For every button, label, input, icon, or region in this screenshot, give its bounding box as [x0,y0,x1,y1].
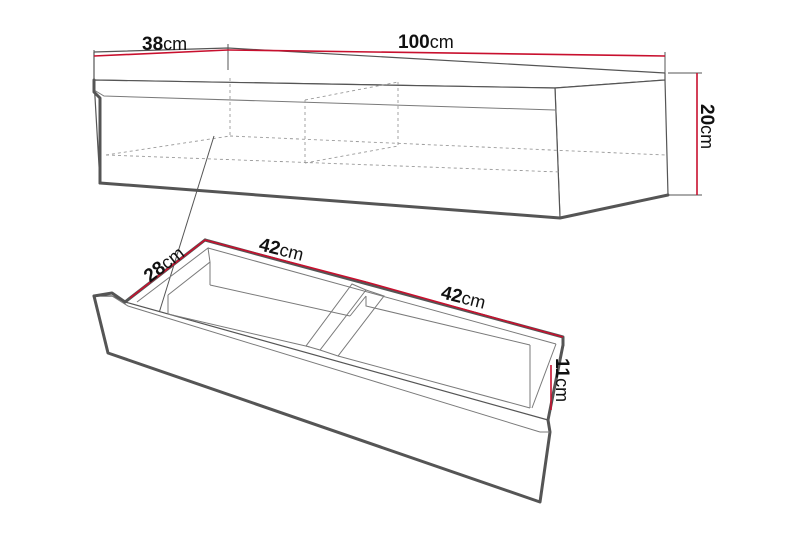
shelf-hidden-shelf-back [229,135,666,156]
label-drawer-compartment-left: 42cm [257,234,306,265]
label-drawer-depth: 28cm [140,243,189,287]
label-shelf-depth: 38cm [142,34,187,55]
drawer-box-back-wall [203,238,565,347]
drawer-inner-back-top [207,247,557,345]
drawer-divider-back [349,295,367,317]
dim-line-shelf-width [227,49,666,57]
drawer-divider-face [319,289,385,357]
shelf-hidden-left-back [105,135,231,156]
shelf-hidden-shelf-front [105,154,561,173]
shelf-front-face [93,79,561,219]
dim-line-drawer-depth [129,239,206,299]
shelf-left-edge [92,78,102,185]
dim-line-drawer-compartment-left [204,239,367,283]
label-drawer-height: 11cm [551,358,572,402]
shelf-front-lip [93,89,556,111]
label-shelf-height: 20cm [696,104,717,149]
shelf-bottom-edge [98,181,670,220]
dim-line-drawer-compartment-right [365,281,564,338]
drawer-inner-floor-left [167,295,311,348]
drawer-front-outline [92,294,552,504]
drawer-front-panel [93,295,551,503]
drawer-divider-top [305,283,367,351]
shelf-dimensions: 38cm 100cm 20cm [93,32,717,196]
shelf-hidden-divider-2 [304,82,399,163]
label-shelf-width: 100cm [398,32,454,53]
drawer-inner-right-wall [529,343,557,409]
drawer [92,238,565,504]
shelf-hidden-divider-3 [304,81,399,164]
drawer-front-top-inner [111,295,541,433]
drawer-leader-line [149,135,215,343]
wall-shelf [92,47,670,220]
dim-line-shelf-depth [93,49,229,57]
drawer-inner-floor-right [337,355,531,409]
drawer-front-top-left [92,291,127,304]
drawer-inner-back-bottom [209,262,531,346]
drawer-inner-left-wall [136,247,211,303]
